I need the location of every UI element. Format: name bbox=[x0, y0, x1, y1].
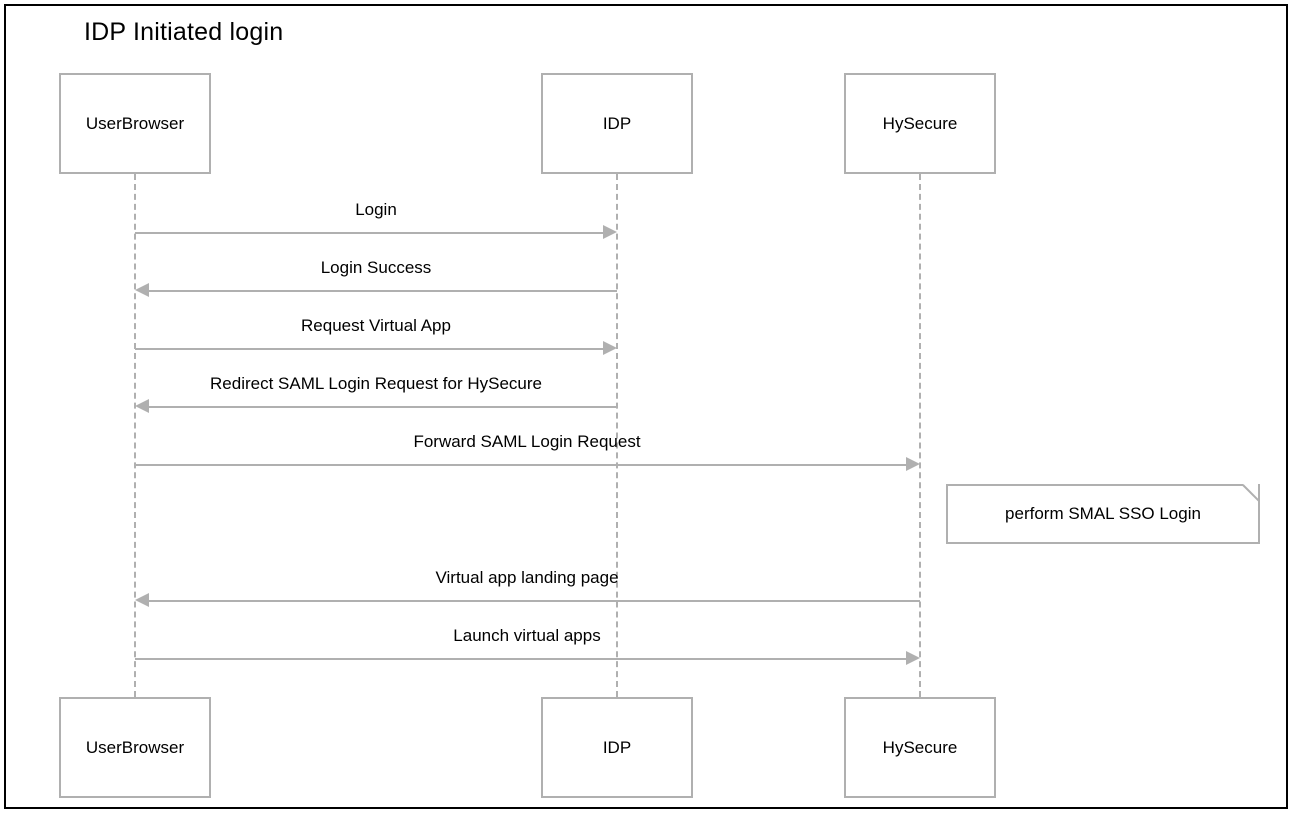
arrow-head-left-icon bbox=[135, 399, 149, 413]
participant-box-userbrowser-bottom[interactable]: UserBrowser bbox=[59, 697, 211, 798]
participant-box-userbrowser-top[interactable]: UserBrowser bbox=[59, 73, 211, 174]
participant-label: HySecure bbox=[882, 737, 958, 757]
lifeline-userbrowser bbox=[134, 174, 136, 697]
arrow-head-left-icon bbox=[135, 593, 149, 607]
participant-label: IDP bbox=[602, 113, 632, 133]
message-label-2: Login Success bbox=[320, 258, 432, 277]
lifeline-idp bbox=[616, 174, 618, 697]
message-line-5 bbox=[135, 464, 906, 466]
page-title: IDP Initiated login bbox=[84, 18, 284, 46]
message-label-4: Redirect SAML Login Request for HySecure bbox=[210, 374, 542, 393]
note-box: perform SMAL SSO Login bbox=[946, 484, 1260, 544]
message-line-7 bbox=[135, 658, 906, 660]
message-label-6: Virtual app landing page bbox=[435, 568, 619, 587]
message-line-1 bbox=[135, 232, 603, 234]
message-label-1: Login bbox=[355, 200, 397, 219]
arrow-head-right-icon bbox=[906, 651, 920, 665]
diagram-outer-border bbox=[4, 4, 1288, 809]
participant-label: IDP bbox=[602, 737, 632, 757]
arrow-head-right-icon bbox=[603, 225, 617, 239]
lifeline-hysecure bbox=[919, 174, 921, 697]
participant-box-idp-top[interactable]: IDP bbox=[541, 73, 693, 174]
arrow-head-left-icon bbox=[135, 283, 149, 297]
participant-label: HySecure bbox=[882, 113, 958, 133]
note-text: perform SMAL SSO Login bbox=[1005, 504, 1201, 523]
message-line-6 bbox=[149, 600, 920, 602]
message-line-3 bbox=[135, 348, 603, 350]
message-line-4 bbox=[149, 406, 617, 408]
participant-label: UserBrowser bbox=[85, 737, 185, 757]
note-fold-corner-icon bbox=[1243, 484, 1258, 499]
message-line-2 bbox=[149, 290, 617, 292]
message-label-7: Launch virtual apps bbox=[453, 626, 601, 645]
arrow-head-right-icon bbox=[603, 341, 617, 355]
participant-box-idp-bottom[interactable]: IDP bbox=[541, 697, 693, 798]
participant-label: UserBrowser bbox=[85, 113, 185, 133]
participant-box-hysecure-bottom[interactable]: HySecure bbox=[844, 697, 996, 798]
message-label-5: Forward SAML Login Request bbox=[413, 432, 641, 451]
arrow-head-right-icon bbox=[906, 457, 920, 471]
participant-box-hysecure-top[interactable]: HySecure bbox=[844, 73, 996, 174]
message-label-3: Request Virtual App bbox=[301, 316, 451, 335]
